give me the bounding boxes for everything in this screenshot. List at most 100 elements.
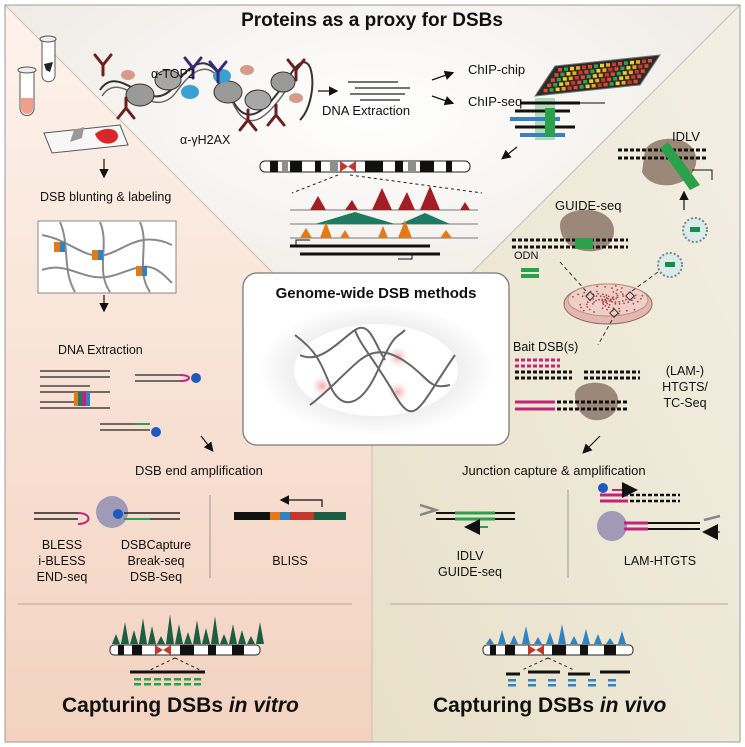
- chip-spot: [607, 77, 612, 82]
- chip-spot: [620, 66, 625, 71]
- dna-extraction-top-label: DNA Extraction: [322, 103, 411, 118]
- chip-spot: [596, 69, 601, 73]
- dish-cell: [621, 300, 624, 302]
- dish-cell: [603, 295, 606, 298]
- chip-spot: [637, 74, 642, 79]
- chip-spot: [589, 79, 594, 83]
- dish-cell: [581, 295, 584, 298]
- chip-seq-label: ChIP-seq: [468, 94, 523, 109]
- dish-cell: [611, 300, 613, 303]
- vivo-read: [528, 684, 536, 687]
- dish-cell: [592, 298, 595, 300]
- right-panel-bg: [372, 5, 740, 742]
- antibody-h2ax-label: α-γH2AX: [180, 133, 231, 147]
- dna-fragments-left: [40, 370, 201, 437]
- vitro-read: [194, 678, 201, 681]
- dish-cell: [597, 293, 600, 295]
- vitro-peak: [157, 636, 165, 644]
- vitro-peak: [220, 634, 228, 644]
- dish-cell: [612, 291, 615, 293]
- dish-cell: [604, 305, 607, 307]
- chip-spot: [598, 73, 603, 78]
- chip-spot: [586, 74, 591, 79]
- chip-spot: [601, 78, 606, 82]
- chip-spot: [584, 70, 589, 74]
- dish-cell: [618, 310, 621, 312]
- chip-spot: [624, 61, 628, 65]
- tubes-icon: [17, 35, 57, 116]
- chip-spot: [579, 85, 584, 89]
- dna-extraction-left-label: DNA Extraction: [58, 343, 143, 357]
- antibody-top2-label: α-TOP2: [151, 67, 195, 81]
- chip-spot: [609, 82, 614, 86]
- dish-cell: [585, 303, 588, 306]
- vitro-read: [194, 683, 201, 686]
- chip-spot: [594, 64, 598, 68]
- chip-spot: [644, 64, 649, 68]
- dish-cell: [593, 301, 595, 303]
- dish-cell: [614, 285, 617, 287]
- dish-cell: [614, 302, 617, 305]
- chip-spot: [559, 82, 564, 86]
- chip-spot: [562, 77, 567, 81]
- amplification-constructs-left: [34, 495, 346, 578]
- vivo-read: [568, 684, 576, 687]
- vitro-read: [164, 683, 171, 686]
- chip-spot: [553, 83, 558, 87]
- chip-spot: [648, 59, 652, 63]
- dish-cell: [606, 308, 608, 311]
- chip-spot: [565, 81, 570, 86]
- dish-cell: [620, 291, 622, 293]
- chip-spot: [625, 75, 630, 80]
- chip-spot: [590, 69, 595, 74]
- vitro-read: [154, 678, 161, 681]
- chip-seq-reads-icon: [510, 98, 605, 140]
- idlv-virus-icon: [618, 138, 713, 190]
- dish-cell: [583, 291, 586, 294]
- chip-signal-tracks: [290, 186, 478, 260]
- chip-spot: [636, 60, 640, 64]
- dish-cell: [633, 297, 636, 299]
- chip-spot: [612, 62, 616, 67]
- vivo-read: [528, 679, 536, 682]
- dish-cell: [615, 292, 618, 295]
- vitro-read: [174, 678, 181, 681]
- dish-cell: [607, 295, 610, 298]
- vitro-peak: [175, 624, 183, 644]
- chip-spot: [606, 63, 610, 67]
- vivo-peak: [618, 631, 626, 644]
- junction-constructs-right: [419, 482, 721, 578]
- dish-cell: [604, 286, 606, 288]
- chip-spot: [616, 71, 621, 76]
- vitro-peak: [184, 632, 192, 644]
- chip-spot: [597, 83, 602, 87]
- footer-vivo: Capturing DSBs in vivo: [433, 694, 667, 717]
- vitro-read: [134, 683, 141, 686]
- dish-cell: [582, 309, 585, 312]
- dsb-label-icon: [54, 242, 147, 276]
- vitro-peak: [121, 622, 129, 644]
- nucleosome-icon: [125, 69, 296, 111]
- chip-spot: [595, 78, 600, 83]
- odn-label: ODN: [514, 250, 539, 262]
- chip-spot: [619, 76, 624, 80]
- vivo-read: [508, 679, 516, 682]
- htgts-line2: HTGTS/: [662, 380, 708, 394]
- chip-spot: [608, 67, 613, 72]
- vivo-peak: [498, 630, 506, 644]
- vitro-read: [134, 678, 141, 681]
- dish-cell: [591, 303, 594, 305]
- dish-cell: [631, 299, 633, 302]
- chip-spot: [640, 69, 645, 73]
- chip-spot: [568, 76, 573, 81]
- dish-cell: [613, 298, 615, 301]
- dish-cell: [572, 296, 574, 298]
- method-dsbcapture-label: DSBCapture: [120, 538, 192, 552]
- vivo-peak: [594, 634, 602, 644]
- vivo-peak: [582, 629, 590, 644]
- dish-cell: [626, 309, 628, 312]
- vivo-peak-chart-icon: [482, 624, 634, 687]
- chip-spot: [547, 83, 552, 88]
- dish-cell: [601, 307, 604, 309]
- blunting-label: DSB blunting & labeling: [40, 190, 172, 204]
